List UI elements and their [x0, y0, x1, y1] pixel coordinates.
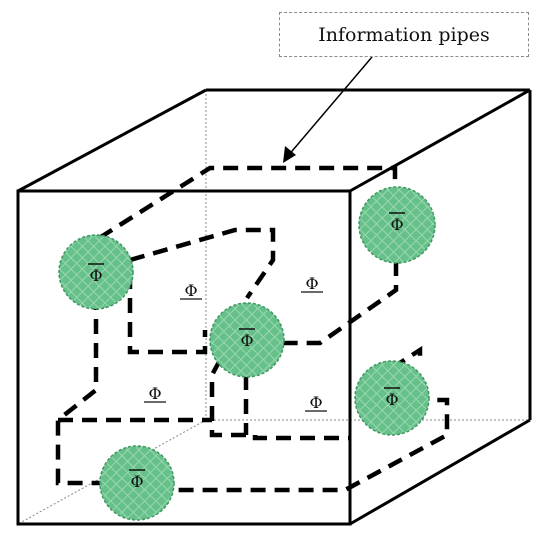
- pipe-bottom-right-up: [390, 345, 423, 370]
- node-circle-a: Φ: [58, 234, 134, 310]
- node-circle-b: Φ: [358, 186, 436, 264]
- cube-front-face: [16, 189, 352, 526]
- node-a-label: Φ: [89, 266, 102, 285]
- cube-visible-edges: [16, 88, 532, 526]
- node-b-label: Φ: [390, 215, 403, 234]
- region-4-label: Φ: [309, 393, 322, 412]
- information-pipes-callout: Information pipes: [279, 12, 529, 57]
- pipe-center-down: [209, 358, 350, 441]
- callout-arrow-line: [286, 56, 373, 158]
- region-3-label: Φ: [148, 384, 161, 403]
- pipe-left-to-center: [96, 257, 208, 355]
- pipe-mid-rear: [129, 227, 276, 300]
- node-circle-e: Φ: [99, 445, 175, 521]
- callout-arrow: [283, 56, 373, 163]
- cube-edge-top-right: [349, 88, 531, 193]
- node-e-label: Φ: [130, 472, 143, 491]
- node-circle-c: Φ: [209, 302, 285, 378]
- region-label-3: Φ: [144, 384, 166, 403]
- region-label-4: Φ: [305, 393, 327, 412]
- node-c-label: Φ: [240, 331, 253, 350]
- region-label-2: Φ: [301, 274, 323, 293]
- cube-edge-bottom-right: [349, 418, 531, 526]
- callout-text: Information pipes: [318, 23, 490, 46]
- region-label-1: Φ: [180, 281, 202, 300]
- region-1-label: Φ: [184, 281, 197, 300]
- pipe-left-down: [55, 295, 110, 486]
- node-d-label: Φ: [385, 390, 398, 409]
- region-2-label: Φ: [305, 274, 318, 293]
- cube-edge-top-left: [17, 88, 207, 193]
- node-circle-d: Φ: [354, 360, 430, 436]
- callout-arrow-head: [283, 146, 296, 163]
